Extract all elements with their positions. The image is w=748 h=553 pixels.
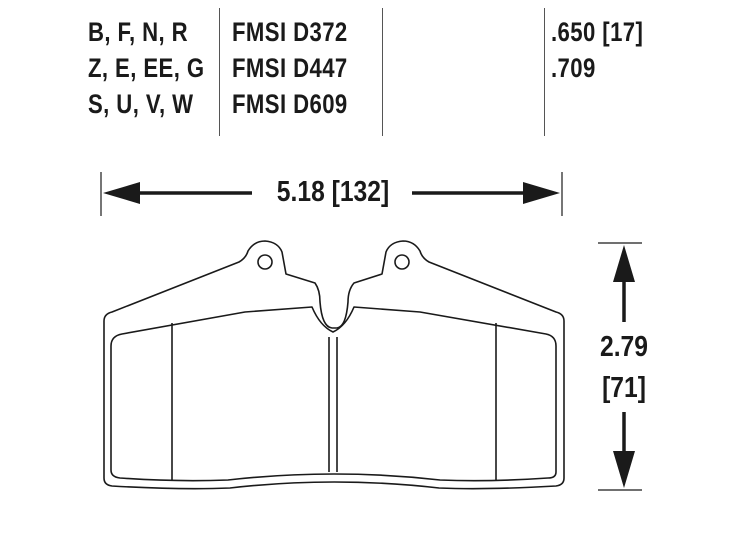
mounting-hole-right — [394, 254, 410, 270]
column-divider — [544, 8, 545, 136]
height-dimension-metric: [71] — [602, 372, 646, 404]
height-dimension — [598, 242, 642, 491]
column-divider — [219, 8, 220, 136]
arrowhead-left-icon — [103, 182, 140, 204]
compound-code-line: Z, E, EE, G — [88, 53, 205, 83]
arrowhead-down-icon — [613, 451, 635, 488]
thickness-values: .650 [17] .709 — [551, 14, 691, 86]
compound-codes: B, F, N, R Z, E, EE, G S, U, V, W — [88, 14, 218, 122]
compound-code-line: B, F, N, R — [88, 17, 189, 47]
fmsi-line: FMSI D447 — [232, 53, 348, 83]
mounting-hole-left — [257, 254, 273, 270]
column-divider — [382, 8, 383, 136]
width-dimension-label: 5.18 [132] — [276, 176, 390, 208]
thickness-line: .650 [17] — [551, 17, 644, 47]
fmsi-numbers: FMSI D372 FMSI D447 FMSI D609 — [232, 14, 382, 122]
arrowhead-up-icon — [613, 245, 635, 282]
height-dimension-value: 2.79 — [600, 331, 648, 363]
arrowhead-right-icon — [523, 182, 560, 204]
friction-material — [110, 306, 557, 482]
fmsi-line: FMSI D372 — [232, 17, 348, 47]
compound-code-line: S, U, V, W — [88, 89, 194, 119]
thickness-line: .709 — [551, 53, 596, 83]
width-dimension — [100, 172, 563, 216]
fmsi-line: FMSI D609 — [232, 89, 348, 119]
brake-pad-outline — [103, 240, 565, 490]
backing-plate — [103, 240, 565, 490]
